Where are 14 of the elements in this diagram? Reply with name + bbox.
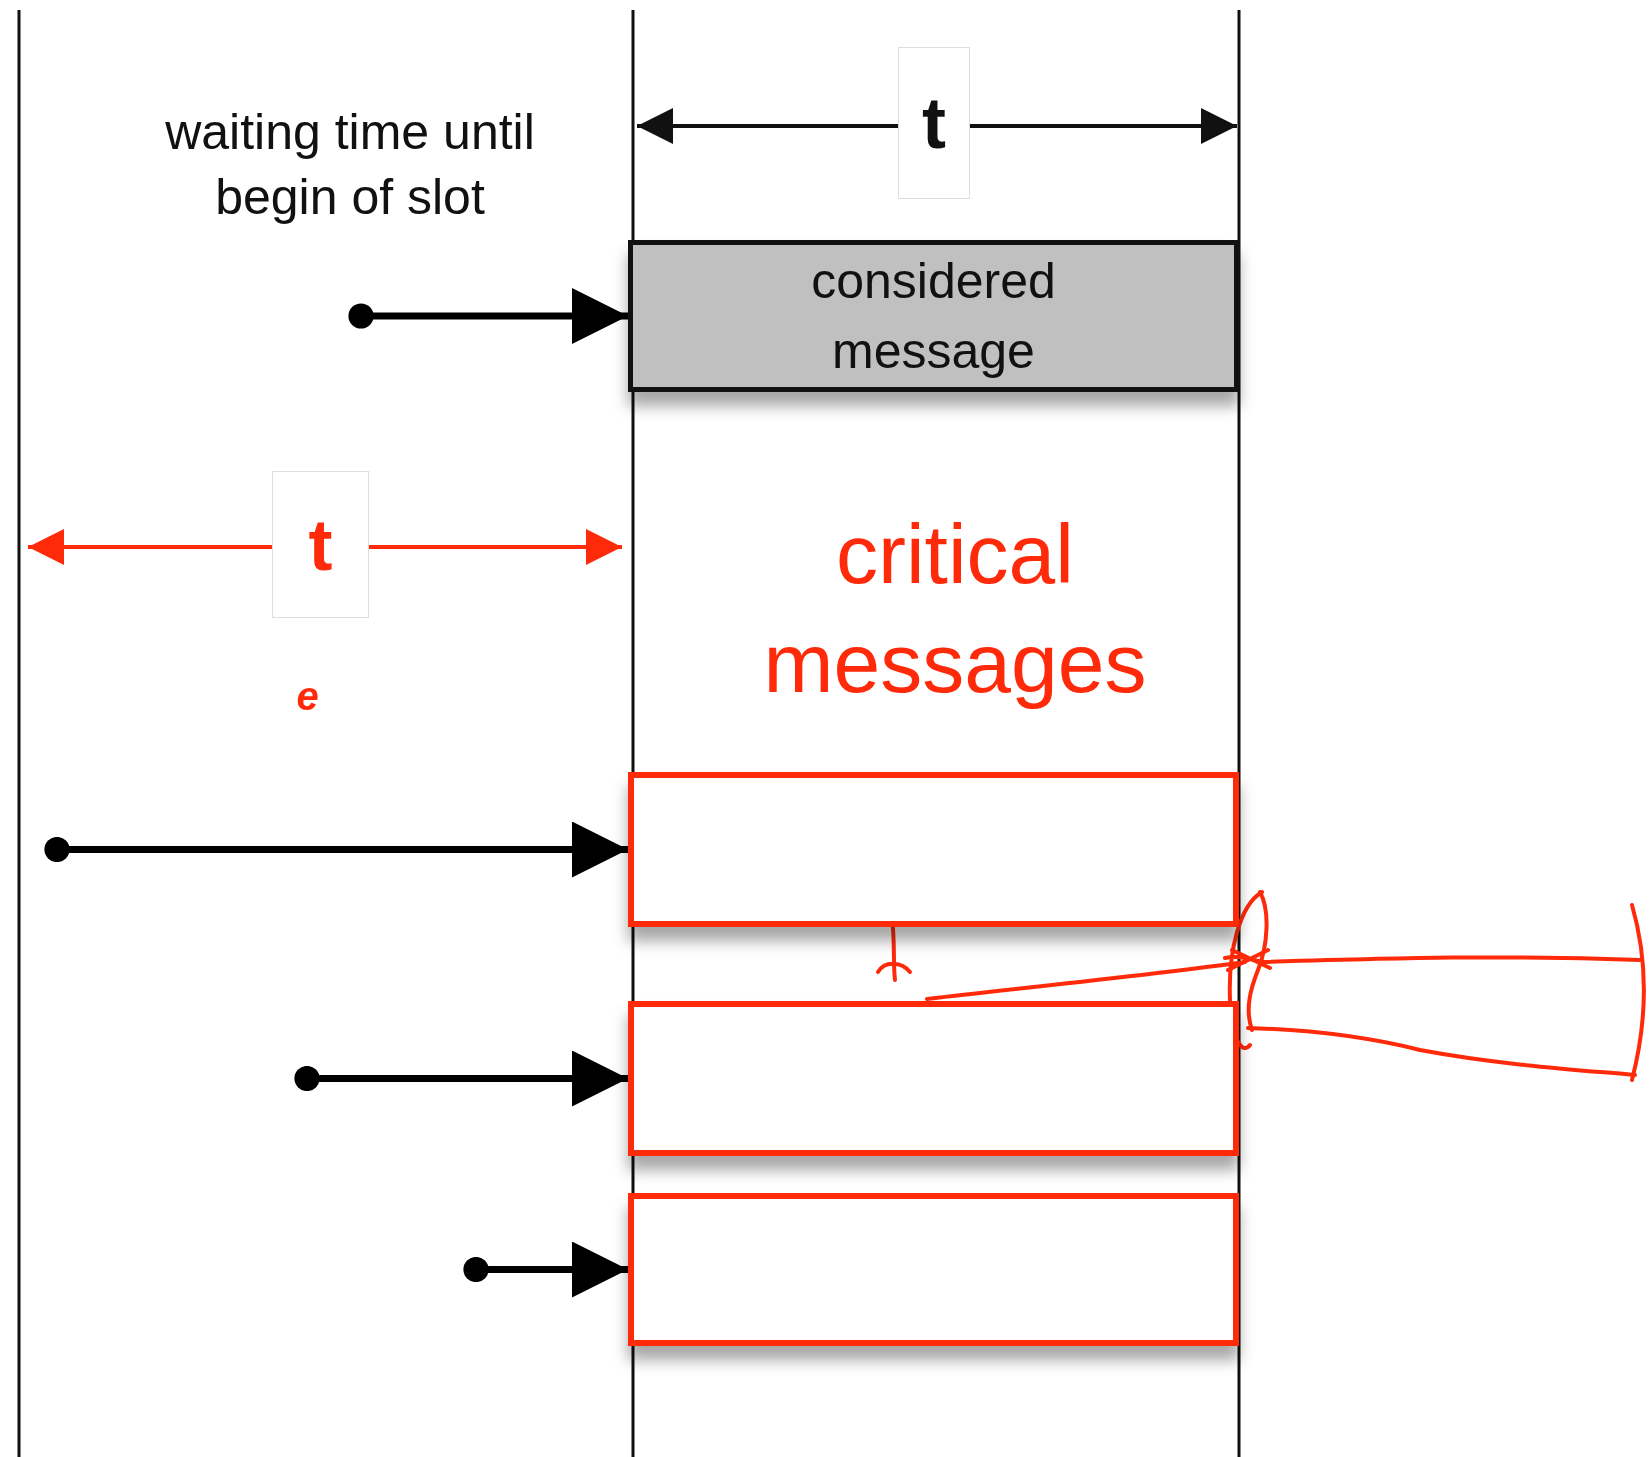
message-box bbox=[628, 240, 1239, 392]
annotation-text: critical messages bbox=[762, 506, 1148, 713]
message-slot-box bbox=[628, 772, 1239, 927]
message-slot-box bbox=[628, 1193, 1239, 1346]
message-slot-box bbox=[628, 1001, 1239, 1156]
box-label: considered message bbox=[810, 252, 1057, 381]
annotation-text: waiting time until begin of slot bbox=[164, 103, 536, 227]
arrow bbox=[348, 288, 628, 344]
dimension-label: t bbox=[922, 82, 946, 164]
arrow bbox=[44, 821, 628, 878]
dimension-label: t bbox=[308, 503, 333, 586]
handwritten-note: e bbox=[295, 673, 320, 720]
arrow bbox=[294, 1050, 628, 1107]
arrow bbox=[463, 1241, 628, 1298]
